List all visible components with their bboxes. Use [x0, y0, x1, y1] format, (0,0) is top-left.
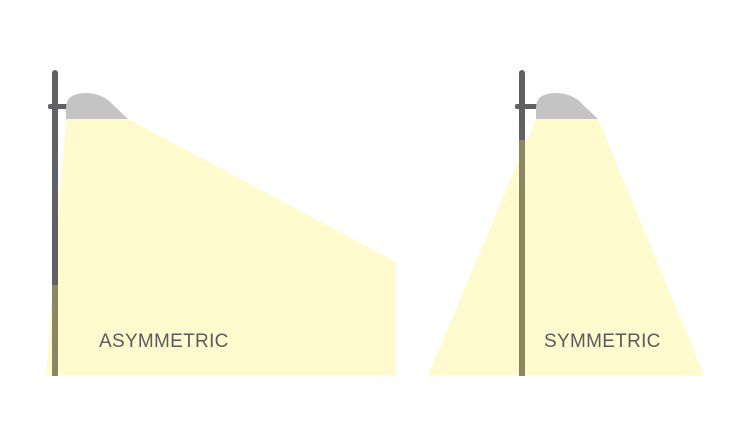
symmetric-fixture [428, 70, 704, 376]
symmetric-pole-lit-segment [519, 140, 525, 376]
asymmetric-lamp-head [66, 93, 128, 119]
symmetric-light-beam [428, 119, 704, 375]
symmetric-lamp-head [536, 93, 598, 119]
asymmetric-pole-lit-segment [52, 285, 58, 376]
asymmetric-label: ASYMMETRIC [99, 331, 229, 352]
symmetric-label: SYMMETRIC [544, 331, 661, 352]
asymmetric-light-beam [46, 119, 396, 375]
asymmetric-fixture [46, 70, 396, 376]
